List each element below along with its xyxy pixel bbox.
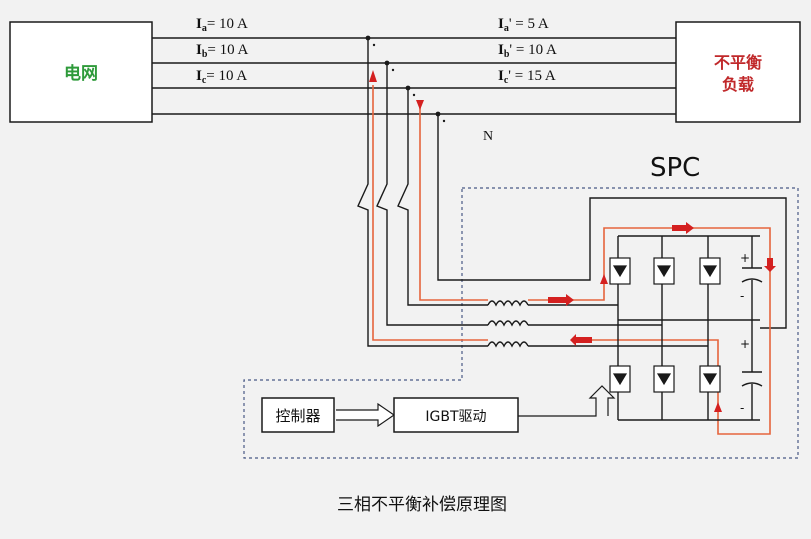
current-label-ic: Ic= 10 A [196,68,247,86]
capacitor-polarity: + - + - [740,251,750,415]
igbt-upper-a [609,257,631,285]
igbt-lower-a [609,365,631,393]
controller-block: 控制器 [261,397,335,433]
arrow-down-right [764,258,776,272]
current-label-ia-prime: Ia' = 5 A [498,16,549,34]
control-signal-arrow [336,402,396,428]
left-current-labels: Ia= 10 A Ib= 10 A Ic= 10 A [196,16,249,86]
gate-drive-arrow [518,385,616,417]
flow-arrows [369,70,776,412]
junction-dots [365,35,446,123]
diagram-caption: 三相不平衡补偿原理图 [337,495,507,515]
current-label-ic-prime: Ic' = 15 A [498,68,556,86]
right-current-labels: Ia' = 5 A Ib' = 10 A Ic' = 15 A [498,16,557,86]
igbt-upper-c [699,257,721,285]
compensation-current-path [372,85,771,435]
inductor-b [487,320,529,327]
arrow-down-phase-b [416,100,424,110]
igbt-lower-b [653,365,675,393]
drop-wires [357,38,787,347]
cap-bottom-minus: - [740,401,744,415]
cap-top-plus: + [740,251,750,265]
inductor-a [487,300,529,307]
current-label-ib: Ib= 10 A [196,42,249,60]
grid-label: 电网 [64,63,98,84]
cap-top-minus: - [740,289,744,303]
neutral-label: N [483,129,493,144]
spc-label: SPC [650,153,700,183]
igbt-driver-label: IGBT驱动 [425,409,486,425]
spc-enclosure [243,187,799,459]
controller-label: 控制器 [275,407,320,425]
igbt-upper-b [653,257,675,285]
cap-bottom-plus: + [740,337,750,351]
igbt-switches [609,257,721,393]
arrow-right-top [672,222,694,234]
current-label-ib-prime: Ib' = 10 A [498,42,557,60]
inductor-c [487,341,529,348]
arrow-up-lower [714,402,722,412]
arrow-up-phase-a [369,70,377,82]
igbt-driver-block: IGBT驱动 [393,397,519,433]
igbt-lower-c [699,365,721,393]
arrow-up-igbt [600,274,608,284]
arrow-right-inductor [548,294,574,306]
load-label-line2: 负载 [722,75,754,94]
grid-box: 电网 [9,21,153,123]
phase-lines [152,37,676,115]
current-label-ia: Ia= 10 A [196,16,248,34]
load-label-line1: 不平衡 [714,53,762,72]
arrow-left-inductor [570,334,592,346]
unbalanced-load-box: 不平衡 负载 [675,21,801,123]
